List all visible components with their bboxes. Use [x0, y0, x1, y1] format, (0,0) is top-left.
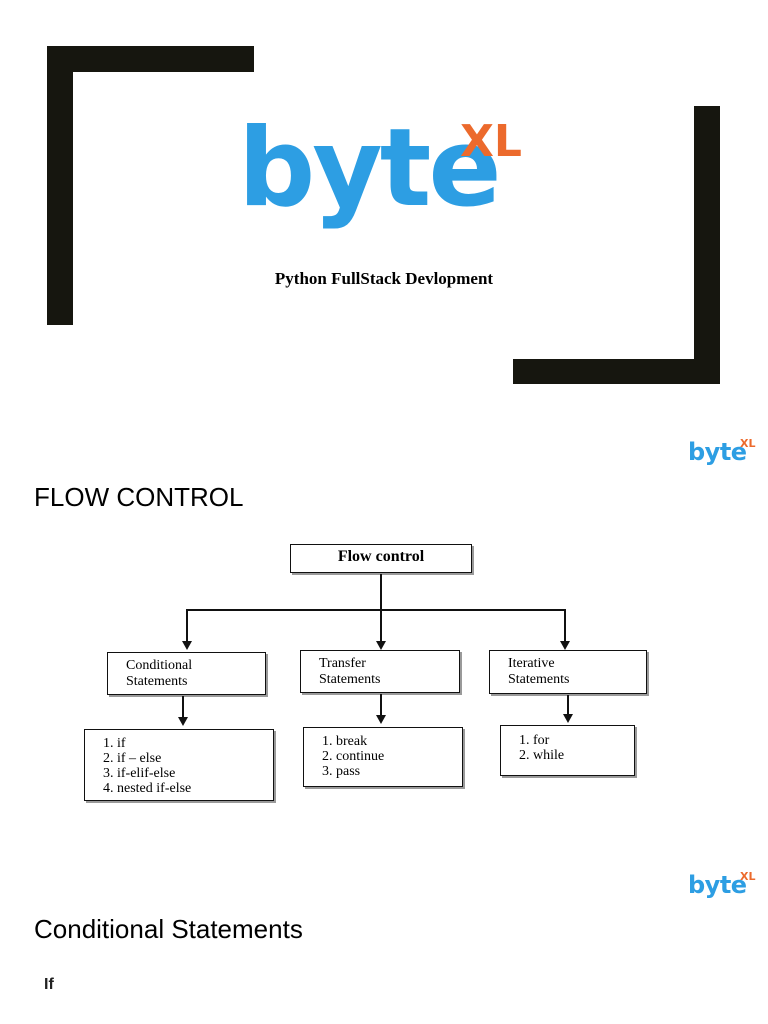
logo-suffix: XL: [740, 870, 756, 883]
stem-conditional: [182, 696, 184, 718]
arrow-down-icon: [182, 641, 192, 650]
logo-word: byte: [688, 871, 747, 899]
arrow-down-icon: [563, 714, 573, 723]
arrow-down-icon: [376, 641, 386, 650]
branch-drop-middle: [380, 609, 382, 642]
logo-suffix: XL: [460, 116, 522, 167]
list-item: 2. continue: [322, 749, 385, 764]
stem-transfer: [380, 694, 382, 716]
category-label-line1: Iterative: [508, 656, 555, 671]
logo-suffix: XL: [740, 437, 756, 450]
list-item: 2. while: [519, 748, 565, 763]
list-item: 4. nested if-else: [103, 781, 192, 796]
bracket-top-left-vertical: [47, 46, 73, 325]
items-box-transfer: 1. break 2. continue 3. pass: [303, 727, 463, 787]
list-item: 3. pass: [322, 764, 361, 779]
list-item: 1. for: [519, 733, 550, 748]
arrow-down-icon: [376, 715, 386, 724]
logo-word: byte: [688, 438, 747, 466]
category-box-transfer: Transfer Statements: [300, 650, 460, 693]
diagram-root-box: Flow control: [290, 544, 472, 573]
category-box-conditional: Conditional Statements: [107, 652, 266, 695]
bracket-top-left-horizontal: [47, 46, 254, 72]
arrow-down-icon: [178, 717, 188, 726]
category-box-iterative: Iterative Statements: [489, 650, 647, 694]
category-label-line2: Statements: [508, 672, 570, 687]
bracket-bottom-right-vertical: [694, 106, 720, 384]
items-box-conditional: 1. if 2. if – else 3. if-elif-else 4. ne…: [84, 729, 274, 801]
branch-line: [186, 609, 566, 611]
branch-drop-right: [564, 609, 566, 642]
root-stem: [380, 574, 382, 610]
category-label-line1: Transfer: [319, 656, 366, 671]
list-item: 2. if – else: [103, 751, 162, 766]
list-item: 3. if-elif-else: [103, 766, 176, 781]
branch-drop-left: [186, 609, 188, 642]
category-label-line2: Statements: [319, 672, 381, 687]
list-item: 1. if: [103, 736, 126, 751]
category-label-line1: Conditional: [126, 658, 193, 673]
logo-word: byte: [238, 106, 502, 231]
stem-iterative: [567, 695, 569, 715]
title-slide-subtitle: Python FullStack Devlopment: [274, 269, 494, 288]
items-box-iterative: 1. for 2. while: [500, 725, 635, 776]
slide-heading: FLOW CONTROL: [34, 482, 244, 512]
category-label-line2: Statements: [126, 674, 188, 689]
bracket-bottom-right-horizontal: [513, 359, 720, 384]
slide-subheading: If: [44, 976, 54, 993]
slide-heading: Conditional Statements: [34, 914, 303, 944]
arrow-down-icon: [560, 641, 570, 650]
list-item: 1. break: [322, 734, 368, 749]
